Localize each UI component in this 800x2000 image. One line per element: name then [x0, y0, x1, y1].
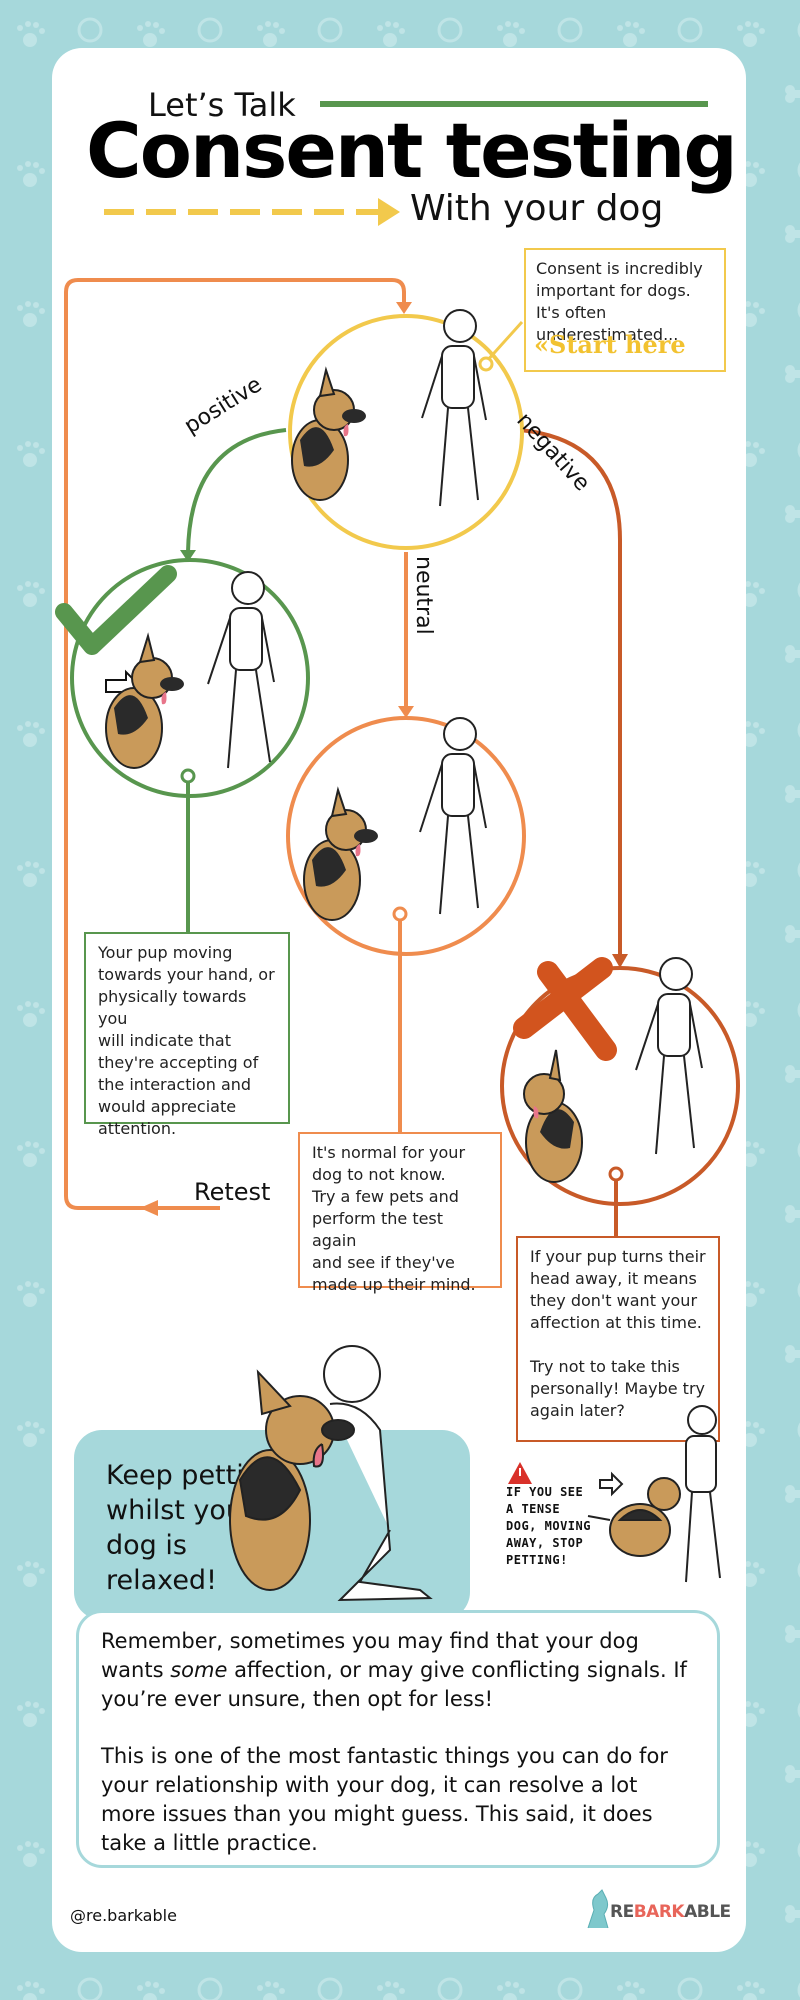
hug-illustration — [229, 1345, 721, 1602]
person-illustration — [207, 309, 703, 1155]
lets-talk-label: Let’s Talk — [148, 86, 296, 124]
page-subtitle: With your dog — [410, 188, 664, 229]
negative-outcome-box: If your pup turns their head away, it me… — [516, 1236, 720, 1442]
intro-box: Consent is incredibly important for dogs… — [524, 248, 726, 372]
social-handle[interactable]: @re.barkable — [70, 1906, 177, 1925]
flow-diagram — [55, 278, 740, 1236]
positive-arrow — [186, 428, 287, 553]
remember-box: Remember, sometimes you may find that yo… — [76, 1610, 720, 1868]
warning-text: IF YOU SEE A TENSE DOG, MOVING AWAY, STO… — [506, 1485, 591, 1567]
neutral-outcome-box: It's normal for your dog to not know. Tr… — [298, 1132, 502, 1294]
brand-logo-dog-icon — [587, 1889, 609, 1929]
dog-illustration — [105, 366, 583, 1183]
arrow-icon — [378, 198, 400, 226]
header-decoration — [104, 101, 708, 226]
retest-label: Retest — [194, 1178, 271, 1206]
page-title: Consent testing — [86, 106, 738, 195]
brand-logo: REBARKABLE — [610, 1902, 731, 1922]
start-here-label: «Start here — [534, 330, 686, 359]
checkmark-icon — [55, 565, 177, 655]
negative-arrow — [519, 428, 622, 956]
positive-outcome-box: Your pup moving towards your hand, or ph… — [84, 932, 290, 1138]
retest-arrow-icon — [140, 1200, 158, 1216]
neutral-label: neutral — [411, 556, 436, 635]
cross-icon — [513, 957, 617, 1061]
retest-loop-line — [64, 278, 406, 1210]
